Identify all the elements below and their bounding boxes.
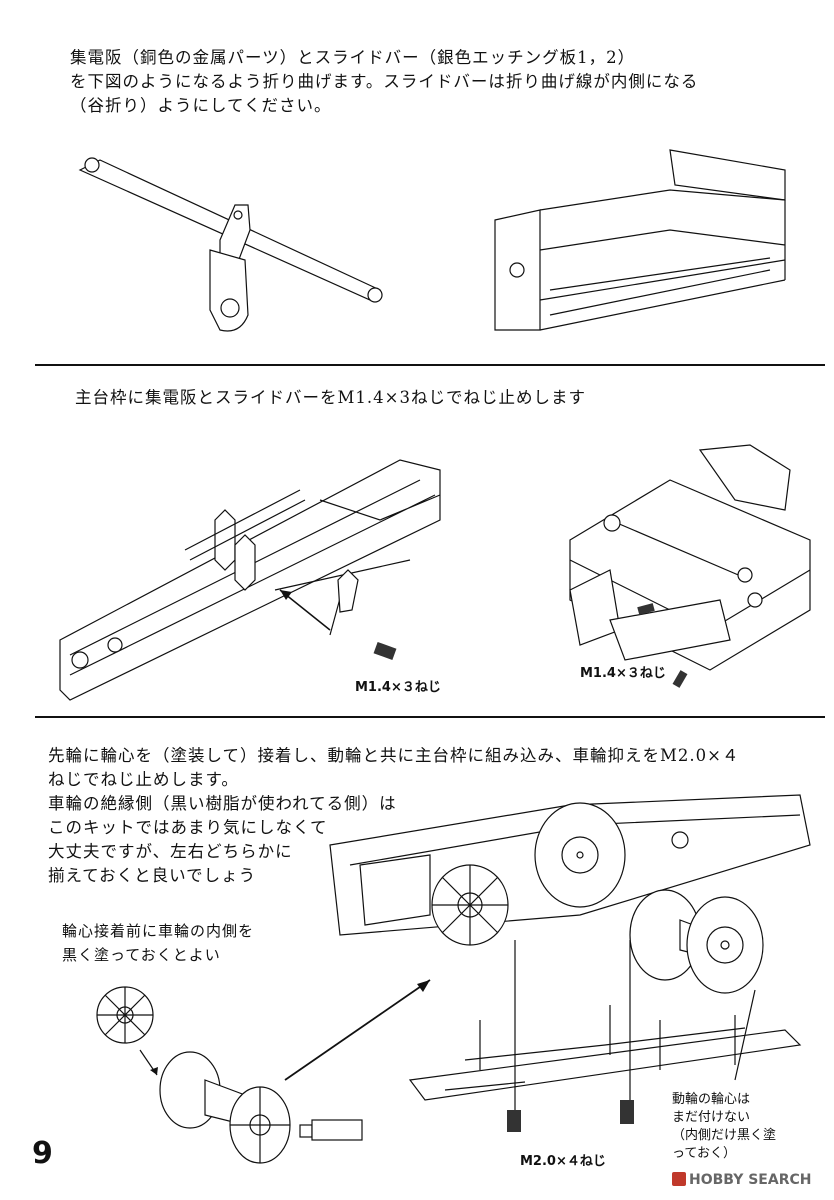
note-line: 輪心接着前に車輪の内側を bbox=[62, 922, 255, 940]
section-divider bbox=[35, 364, 825, 366]
callout-line: 動輪の輪心は bbox=[672, 1092, 751, 1107]
section-divider bbox=[35, 716, 825, 718]
callout-line: まだ付けない bbox=[672, 1110, 751, 1125]
wheel-assembly-diagram bbox=[96, 979, 431, 1164]
instruction-line: 集電阪（銅色の金属パーツ）とスライドバー（銀色エッチング板1，2） bbox=[70, 48, 636, 67]
driving-wheel-diagram bbox=[629, 889, 764, 994]
instruction-line: このキットではあまり気にしなくて bbox=[48, 818, 328, 837]
main-frame-assembly-right bbox=[569, 444, 811, 688]
watermark: HOBBY SEARCH bbox=[672, 1172, 811, 1188]
section2-title: 主台枠に集電阪とスライドバーをM1.4×3ねじでねじ止めします bbox=[75, 388, 586, 407]
watermark-text: HOBBY SEARCH bbox=[689, 1172, 812, 1188]
note-line: 黒く塗っておくとよい bbox=[62, 946, 221, 964]
page-number: 9 bbox=[32, 1136, 53, 1171]
instruction-line: 先輪に輪心を（塗装して）接着し、動輪と共に主台枠に組み込み、車輪抑えをM2.0×… bbox=[48, 746, 740, 765]
instruction-line: ねじでねじ止めします。 bbox=[48, 770, 239, 789]
instruction-line: 揃えておくと良いでしょう bbox=[48, 866, 257, 885]
locomotive-chassis-diagram bbox=[329, 794, 811, 946]
wheel-retainer-diagram bbox=[408, 940, 802, 1132]
current-collector-plate-diagram bbox=[78, 157, 383, 332]
callout-line: っておく） bbox=[672, 1146, 736, 1161]
callout-line: （内側だけ黒く塗 bbox=[672, 1128, 777, 1143]
screw-label-bottom: M2.0×４ねじ bbox=[520, 1154, 606, 1169]
main-frame-assembly-left bbox=[59, 459, 441, 701]
screw-label-left: M1.4×３ねじ bbox=[355, 680, 441, 695]
slide-bar-diagram bbox=[494, 149, 786, 331]
watermark-logo-icon bbox=[672, 1172, 686, 1186]
instruction-line: を下図のようになるよう折り曲げます。スライドバーは折り曲げ線が内側になる bbox=[70, 72, 699, 91]
screw-label-right: M1.4×３ねじ bbox=[580, 666, 666, 681]
instruction-line: （谷折り）ようにしてください。 bbox=[70, 96, 332, 115]
instruction-line: 車輪の絶縁側（黒い樹脂が使われてる側）は bbox=[48, 794, 397, 813]
instruction-line: 大丈夫ですが、左右どちらかに bbox=[48, 842, 293, 861]
